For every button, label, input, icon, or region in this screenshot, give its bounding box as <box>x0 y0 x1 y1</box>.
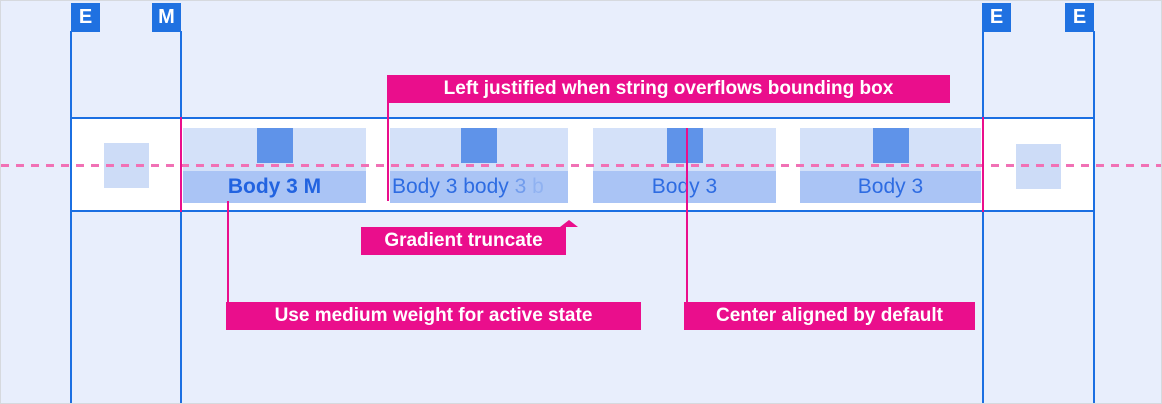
tab-label: Body 3 <box>651 175 718 198</box>
tab-label-fade1: 3 <box>514 175 527 198</box>
margin-badge-e-left: E <box>71 3 100 32</box>
tab-icon-placeholder <box>256 128 293 163</box>
guide-line-right-margin <box>982 31 984 403</box>
margin-badge-m: M <box>152 3 181 32</box>
center-dashed-line <box>1 164 1161 167</box>
callout-overflow: Left justified when string overflows bou… <box>387 75 950 103</box>
content-edge-line-left <box>180 117 182 212</box>
callout-center-aligned: Center aligned by default <box>684 302 975 330</box>
tab-label-band: Body 3 <box>593 171 776 203</box>
tab-label: Body 3 M <box>227 175 322 198</box>
tab-label: Body 3 <box>857 175 924 198</box>
margin-badge-e-right2: E <box>1065 3 1094 32</box>
guide-line-left-margin <box>180 31 182 403</box>
guide-line-right-edge <box>1093 31 1095 403</box>
callout-gradient-truncate: Gradient truncate <box>361 220 578 255</box>
leader-line-overflow <box>387 103 389 201</box>
tab-label-band: Body 3 <box>800 171 981 203</box>
caret-up-icon <box>560 220 578 227</box>
callout-active-weight: Use medium weight for active state <box>226 302 641 330</box>
tab-icon-placeholder <box>666 128 703 163</box>
tab-label-fade2: b <box>526 175 544 198</box>
leader-line-active-weight <box>227 201 229 302</box>
leader-line-center-aligned <box>686 128 688 303</box>
tab-label-band: Body 3 M <box>183 171 366 203</box>
callout-text: Gradient truncate <box>384 230 543 251</box>
tab-label-solid: Body 3 body <box>392 175 515 198</box>
margin-badge-e-right1: E <box>982 3 1011 32</box>
tab-icon-placeholder <box>461 128 497 163</box>
tab-label-band: Body 3 body 3 b <box>390 171 568 203</box>
tab-icon-placeholder <box>872 128 909 163</box>
guide-line-left-edge <box>70 31 72 403</box>
content-edge-line-right <box>982 117 984 212</box>
